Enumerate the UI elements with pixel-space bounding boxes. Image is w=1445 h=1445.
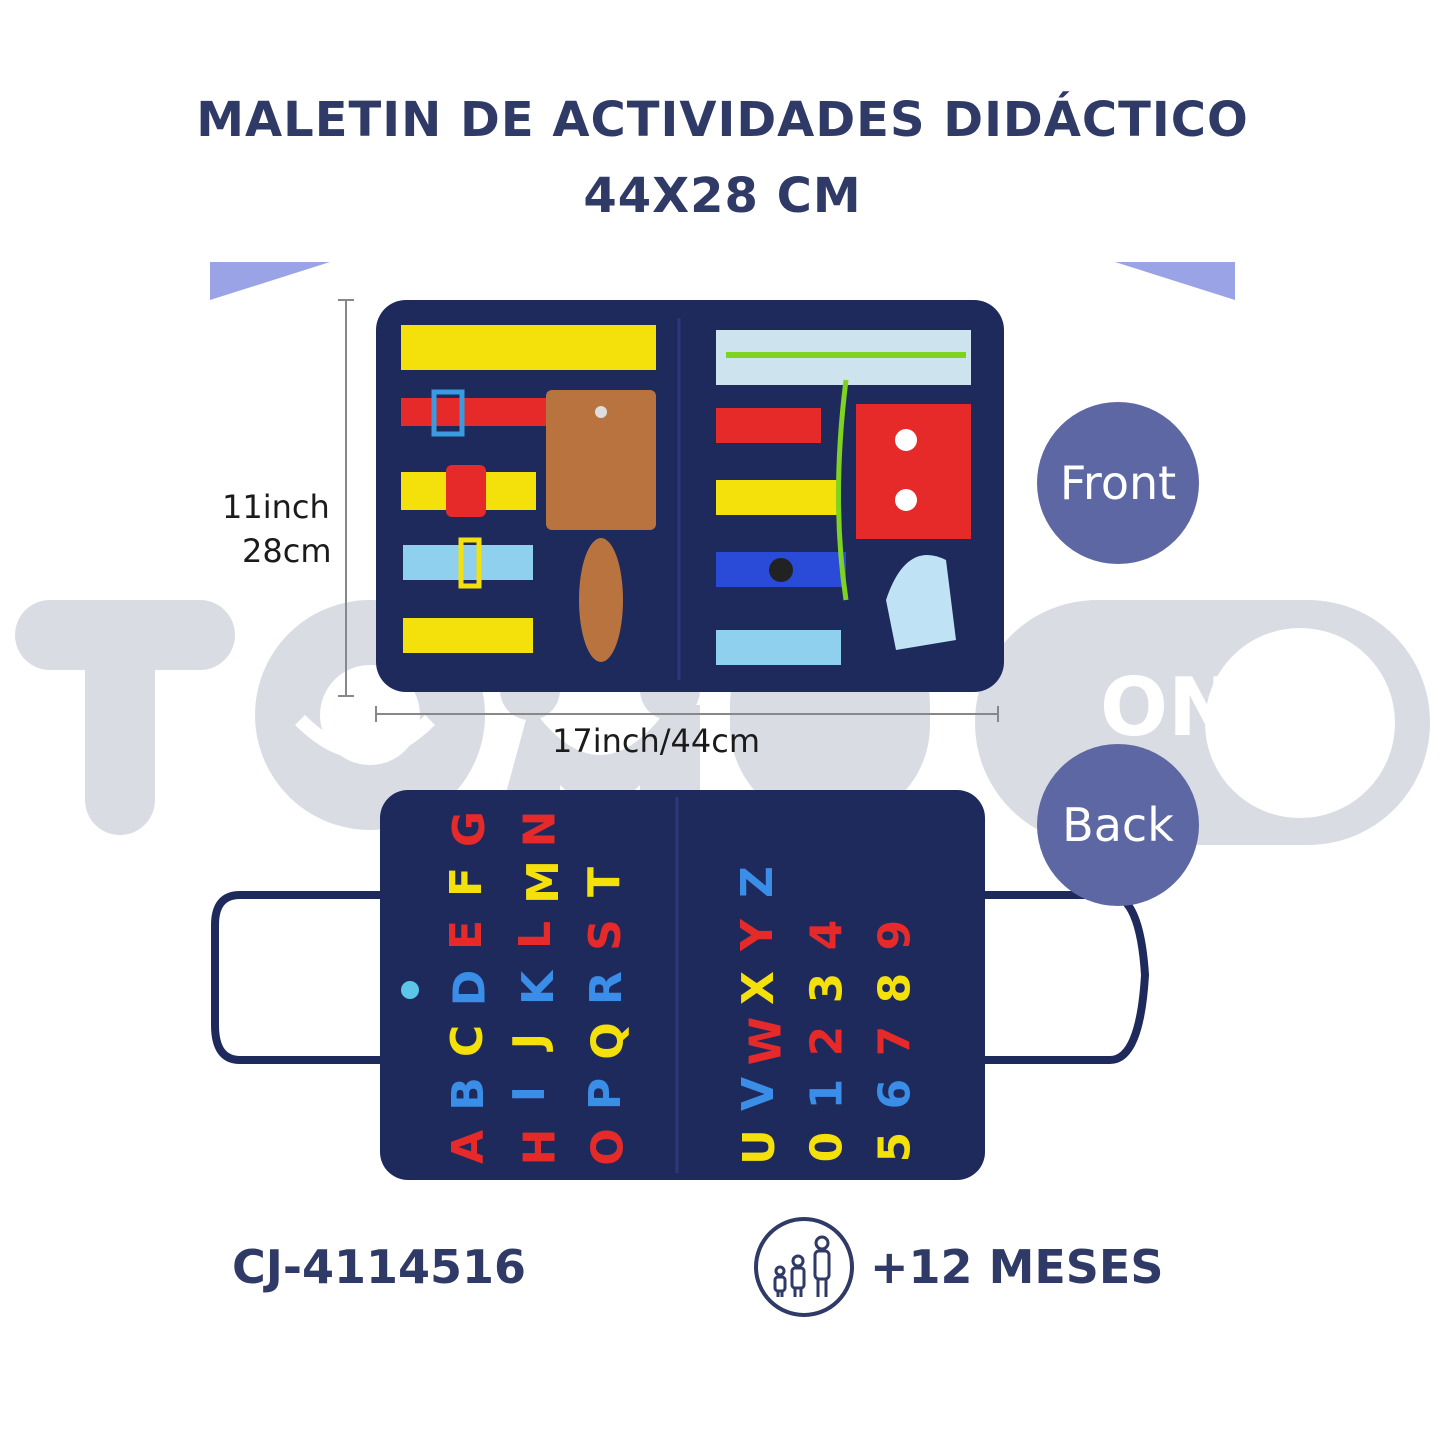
felt-letter: M xyxy=(517,860,569,904)
felt-letter: V xyxy=(733,1076,785,1112)
felt-letter: 2 xyxy=(801,1025,853,1057)
felt-letter: Z xyxy=(731,866,783,898)
felt-letter: F xyxy=(441,866,493,898)
height-inch-label: 11inch xyxy=(222,488,330,526)
felt-letter: S xyxy=(579,919,631,951)
felt-letter: I xyxy=(504,1085,556,1103)
age-label: +12 MESES xyxy=(870,1240,1164,1294)
felt-letter: 0 xyxy=(801,1131,853,1163)
banner-decoration xyxy=(210,262,1235,300)
family-icon xyxy=(754,1217,854,1317)
felt-letter: E xyxy=(441,919,493,951)
felt-letter: Q xyxy=(582,1022,634,1060)
felt-letter: R xyxy=(580,971,632,1005)
front-badge: Front xyxy=(1037,402,1199,564)
width-label: 17inch/44cm xyxy=(552,722,761,760)
felt-letter: 8 xyxy=(869,972,921,1004)
felt-letter: 4 xyxy=(801,919,853,951)
felt-letter: K xyxy=(513,970,565,1006)
felt-letter: A xyxy=(443,1129,495,1165)
title-line-1: MALETIN DE ACTIVIDADES DIDÁCTICO xyxy=(196,92,1249,148)
felt-letter: W xyxy=(740,1016,792,1066)
felt-letter: B xyxy=(442,1077,494,1111)
height-cm-label: 28cm xyxy=(242,532,332,570)
felt-letter: U xyxy=(733,1129,785,1165)
title-line-2: 44X28 CM xyxy=(583,168,862,224)
felt-letter: 3 xyxy=(801,972,853,1004)
back-case-image xyxy=(211,790,1150,1180)
felt-letter: D xyxy=(444,969,496,1007)
felt-letter: G xyxy=(444,810,496,848)
felt-letter: O xyxy=(582,1128,634,1166)
felt-letter: P xyxy=(580,1077,632,1111)
felt-letter: 7 xyxy=(869,1025,921,1057)
svg-text:ON: ON xyxy=(1100,661,1235,754)
felt-letter: C xyxy=(442,1024,494,1058)
felt-letter: 5 xyxy=(869,1131,921,1163)
felt-letter: X xyxy=(732,971,784,1005)
felt-letter: N xyxy=(514,810,566,848)
back-badge: Back xyxy=(1037,744,1199,906)
felt-letter: 1 xyxy=(801,1078,853,1110)
felt-letter: 6 xyxy=(869,1078,921,1110)
felt-letter: L xyxy=(510,920,562,950)
felt-letter: H xyxy=(514,1128,566,1166)
product-sku: CJ-4114516 xyxy=(232,1240,527,1294)
front-case-image xyxy=(376,300,1004,692)
felt-letter: Y xyxy=(731,919,783,951)
felt-letter: 9 xyxy=(869,919,921,951)
felt-letter: T xyxy=(579,866,631,898)
dimension-lines xyxy=(338,299,999,722)
felt-letter: J xyxy=(504,1032,556,1050)
